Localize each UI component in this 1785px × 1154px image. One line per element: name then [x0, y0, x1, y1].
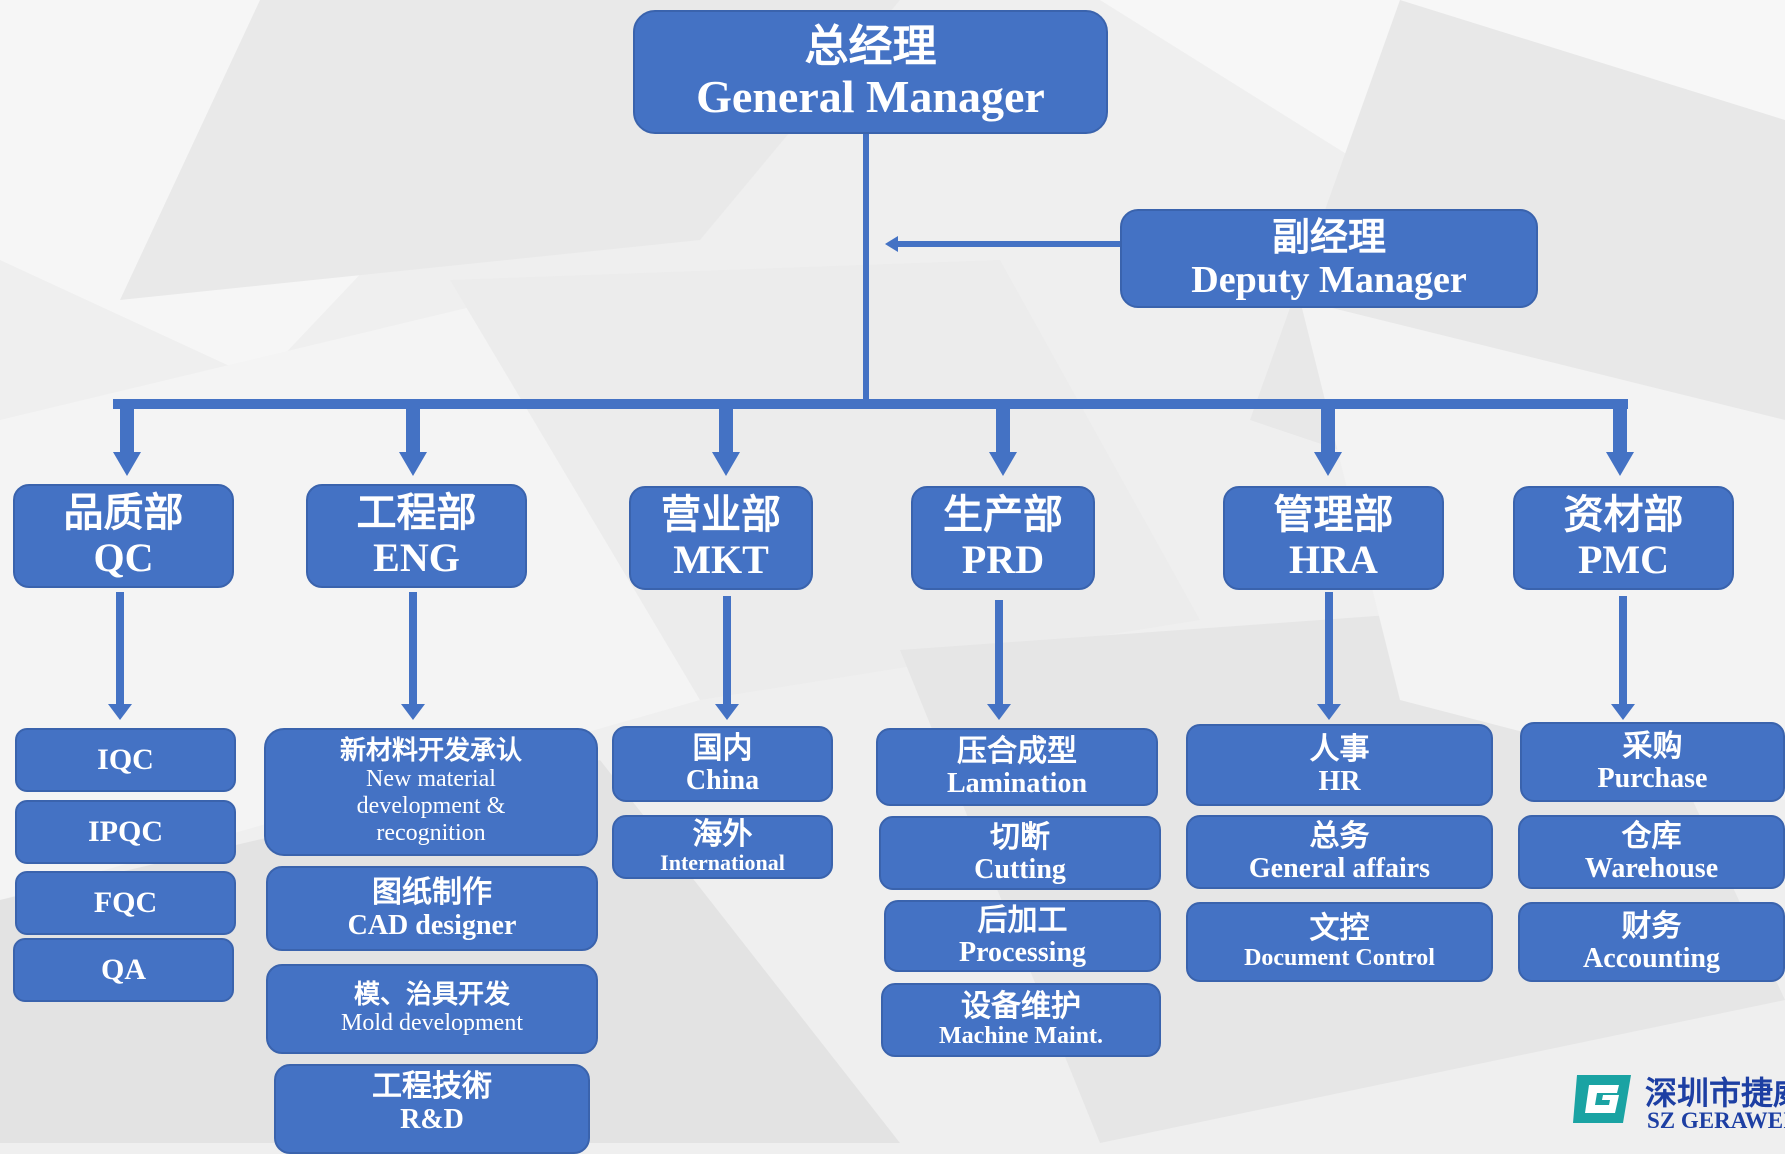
mkt-unit-china-en: China — [685, 765, 760, 797]
dept-qc-en: QC — [93, 535, 154, 580]
prd-unit-lamination: 压合成型 Lamination — [876, 728, 1158, 806]
deputy-manager-zh: 副经理 — [1271, 214, 1386, 259]
prd-unit-cutting-zh: 切断 — [990, 819, 1050, 855]
pmc-unit-warehouse-en: Warehouse — [1584, 853, 1719, 885]
qc-unit-fqc-en: FQC — [93, 886, 158, 920]
dept-down-arrows — [113, 408, 1634, 476]
eng-unit-new-material: 新材料开发承认 New material development & recog… — [264, 728, 598, 856]
eng-unit-mold-en: Mold development — [341, 1010, 523, 1037]
dept-prd-en: PRD — [961, 537, 1045, 582]
dept-eng-box: 工程部 ENG — [306, 484, 527, 588]
dept-hra-zh: 管理部 — [1273, 492, 1394, 539]
eng-unit-new-material-en3: recognition — [376, 819, 486, 846]
company-logo: 深圳市捷威 SZ GERAWEI — [1571, 1068, 1785, 1143]
eng-unit-cad-zh: 图纸制作 — [372, 875, 492, 911]
mkt-unit-international-en: International — [660, 850, 785, 876]
hra-unit-document-control-zh: 文控 — [1309, 910, 1370, 946]
mkt-unit-international-zh: 海外 — [692, 816, 753, 852]
deputy-manager-box: 副经理 Deputy Manager — [1120, 209, 1538, 308]
prd-unit-lamination-en: Lamination — [946, 768, 1088, 800]
prd-unit-machine-maint-zh: 设备维护 — [961, 988, 1081, 1024]
company-logo-icon — [1573, 1075, 1631, 1123]
qc-unit-qa: QA — [13, 938, 234, 1002]
qc-unit-qa-en: QA — [101, 953, 146, 987]
eng-unit-rd-en: R&D — [400, 1103, 464, 1135]
unit-down-arrows — [116, 592, 1627, 706]
pmc-unit-purchase: 采购 Purchase — [1520, 722, 1785, 802]
dept-pmc-box: 资材部 PMC — [1513, 486, 1734, 590]
dept-prd-box: 生产部 PRD — [911, 486, 1095, 590]
mkt-unit-international: 海外 International — [612, 815, 833, 879]
hra-unit-hr: 人事 HR — [1186, 724, 1493, 806]
qc-unit-iqc-en: IQC — [97, 743, 154, 777]
dept-hra-en: HRA — [1289, 537, 1378, 582]
dept-pmc-en: PMC — [1577, 537, 1670, 582]
prd-unit-machine-maint-en: Machine Maint. — [939, 1023, 1103, 1050]
hra-unit-document-control-en: Document Control — [1244, 945, 1435, 972]
pmc-unit-purchase-en: Purchase — [1597, 763, 1708, 795]
eng-unit-new-material-en1: New material — [366, 766, 496, 793]
company-logo-zh: 深圳市捷威 — [1645, 1074, 1785, 1112]
mkt-unit-china: 国内 China — [612, 726, 833, 802]
eng-unit-mold-zh: 模、治具开发 — [353, 980, 510, 1010]
qc-unit-fqc: FQC — [15, 871, 236, 935]
pmc-unit-accounting: 财务 Accounting — [1518, 902, 1785, 982]
prd-unit-cutting-en: Cutting — [974, 854, 1066, 886]
eng-unit-new-material-zh: 新材料开发承认 — [339, 736, 522, 767]
dept-qc-zh: 品质部 — [63, 490, 184, 537]
dept-eng-zh: 工程部 — [356, 490, 477, 537]
hra-unit-general-affairs-zh: 总务 — [1309, 818, 1370, 854]
general-manager-en: General Manager — [696, 70, 1045, 122]
prd-unit-cutting: 切断 Cutting — [879, 816, 1161, 890]
prd-unit-machine-maint: 设备维护 Machine Maint. — [881, 983, 1161, 1057]
eng-unit-mold: 模、治具开发 Mold development — [266, 964, 598, 1054]
pmc-unit-purchase-zh: 采购 — [1622, 728, 1683, 764]
dept-prd-zh: 生产部 — [943, 492, 1063, 539]
prd-unit-processing-en: Processing — [958, 937, 1087, 969]
general-manager-zh: 总经理 — [804, 20, 937, 72]
prd-unit-lamination-zh: 压合成型 — [957, 733, 1077, 769]
pmc-unit-accounting-en: Accounting — [1583, 943, 1720, 975]
deputy-arrow — [885, 236, 898, 252]
hra-unit-general-affairs: 总务 General affairs — [1186, 815, 1493, 889]
prd-unit-processing: 后加工 Processing — [884, 900, 1161, 972]
dept-mkt-box: 营业部 MKT — [629, 486, 813, 590]
eng-unit-rd: 工程技術 R&D — [274, 1064, 590, 1154]
hra-unit-hr-zh: 人事 — [1309, 731, 1370, 767]
dept-pmc-zh: 资材部 — [1563, 492, 1684, 539]
company-logo-en: SZ GERAWEI — [1647, 1108, 1785, 1133]
dept-hra-box: 管理部 HRA — [1223, 486, 1444, 590]
qc-unit-ipqc-en: IPQC — [88, 815, 163, 849]
hra-unit-general-affairs-en: General affairs — [1248, 853, 1431, 885]
prd-unit-processing-zh: 后加工 — [977, 902, 1068, 938]
qc-unit-ipqc: IPQC — [15, 800, 236, 864]
dept-qc-box: 品质部 QC — [13, 484, 234, 588]
dept-eng-en: ENG — [373, 535, 460, 580]
mkt-unit-china-zh: 国内 — [692, 730, 753, 766]
eng-unit-new-material-en2: development & — [356, 793, 506, 820]
hra-unit-hr-en: HR — [1318, 766, 1361, 798]
qc-unit-iqc: IQC — [15, 728, 236, 792]
deputy-manager-en: Deputy Manager — [1191, 258, 1467, 301]
general-manager-box: 总经理 General Manager — [633, 10, 1108, 134]
hra-unit-document-control: 文控 Document Control — [1186, 902, 1493, 982]
dept-mkt-zh: 营业部 — [661, 492, 781, 539]
eng-unit-cad-en: CAD designer — [347, 909, 517, 941]
pmc-unit-warehouse-zh: 仓库 — [1621, 818, 1682, 854]
pmc-unit-accounting-zh: 财务 — [1621, 908, 1682, 944]
dept-mkt-en: MKT — [673, 537, 769, 582]
eng-unit-cad: 图纸制作 CAD designer — [266, 866, 598, 951]
eng-unit-rd-zh: 工程技術 — [372, 1069, 492, 1104]
pmc-unit-warehouse: 仓库 Warehouse — [1518, 815, 1785, 889]
